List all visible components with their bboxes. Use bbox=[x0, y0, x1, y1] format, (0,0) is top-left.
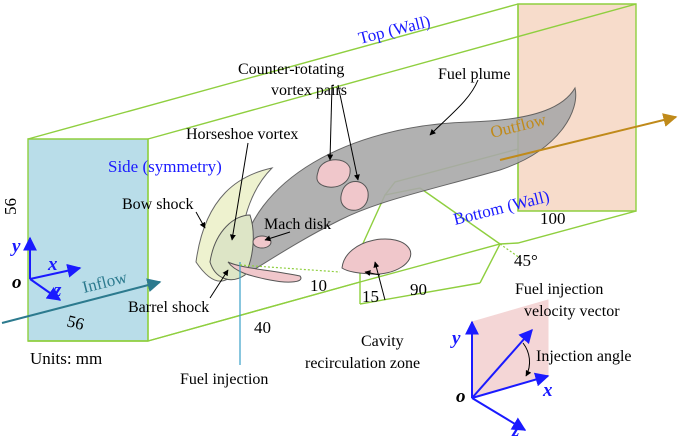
label-side-symmetry: Side (symmetry) bbox=[108, 157, 222, 176]
horseshoe-vortex bbox=[227, 261, 302, 283]
label-bow-shock: Bow shock bbox=[122, 196, 194, 213]
label-fuel-injection: Fuel injection bbox=[180, 371, 268, 388]
dim-15: 15 bbox=[362, 287, 379, 306]
barrel-shock bbox=[209, 214, 254, 280]
label-horseshoe-vortex: Horseshoe vortex bbox=[186, 126, 298, 143]
inset-axes bbox=[465, 320, 550, 431]
label-barrel-shock: Barrel shock bbox=[128, 299, 209, 316]
label-cavity-1: Cavity bbox=[361, 333, 404, 350]
dim-dotted-1 bbox=[239, 264, 341, 273]
inset-axis-origin: o bbox=[456, 386, 466, 407]
vortex-right bbox=[340, 181, 369, 211]
cavity-recirculation bbox=[341, 238, 412, 275]
main-axis-origin: o bbox=[12, 272, 22, 293]
inset-axis-y: y bbox=[450, 328, 461, 349]
label-cavity-2: recirculation zone bbox=[305, 355, 420, 372]
fuel-plume bbox=[239, 86, 577, 273]
label-mach-disk: Mach disk bbox=[264, 216, 331, 233]
label-bottom-wall: Bottom (Wall) bbox=[451, 187, 551, 229]
dim-100: 100 bbox=[540, 209, 566, 228]
outflow-arrow bbox=[499, 113, 678, 161]
label-injection-angle: Injection angle bbox=[536, 348, 632, 365]
main-axis-y: y bbox=[10, 236, 21, 257]
label-counter-rotating: Counter-rotating bbox=[238, 61, 344, 78]
inflow-arrow bbox=[1, 278, 162, 324]
label-vortex-pairs: vortex pairs bbox=[271, 82, 347, 99]
label-fuel-plume: Fuel plume bbox=[438, 66, 510, 83]
angle-dotted bbox=[499, 243, 521, 259]
label-units: Units: mm bbox=[30, 349, 102, 368]
inset-axis-x: x bbox=[542, 380, 553, 401]
dim-height: 56 bbox=[1, 198, 20, 215]
dim-10: 10 bbox=[310, 276, 327, 295]
inset-axis-z: z bbox=[511, 420, 520, 438]
dim-40: 40 bbox=[254, 318, 271, 337]
pointer-lines bbox=[195, 79, 479, 301]
main-axis-z: z bbox=[53, 280, 62, 301]
mach-disk bbox=[252, 235, 272, 249]
label-fuel-velocity-1: Fuel injection bbox=[515, 281, 603, 298]
label-fuel-velocity-2: velocity vector bbox=[524, 303, 620, 320]
main-axes bbox=[23, 236, 82, 301]
main-axis-x: x bbox=[47, 254, 58, 275]
outflow-face bbox=[517, 3, 637, 212]
dim-width: 56 bbox=[65, 311, 86, 334]
dim-90: 90 bbox=[410, 280, 427, 299]
label-top-wall: Top (Wall) bbox=[356, 12, 432, 48]
dim-angle-45: 45° bbox=[514, 251, 538, 270]
